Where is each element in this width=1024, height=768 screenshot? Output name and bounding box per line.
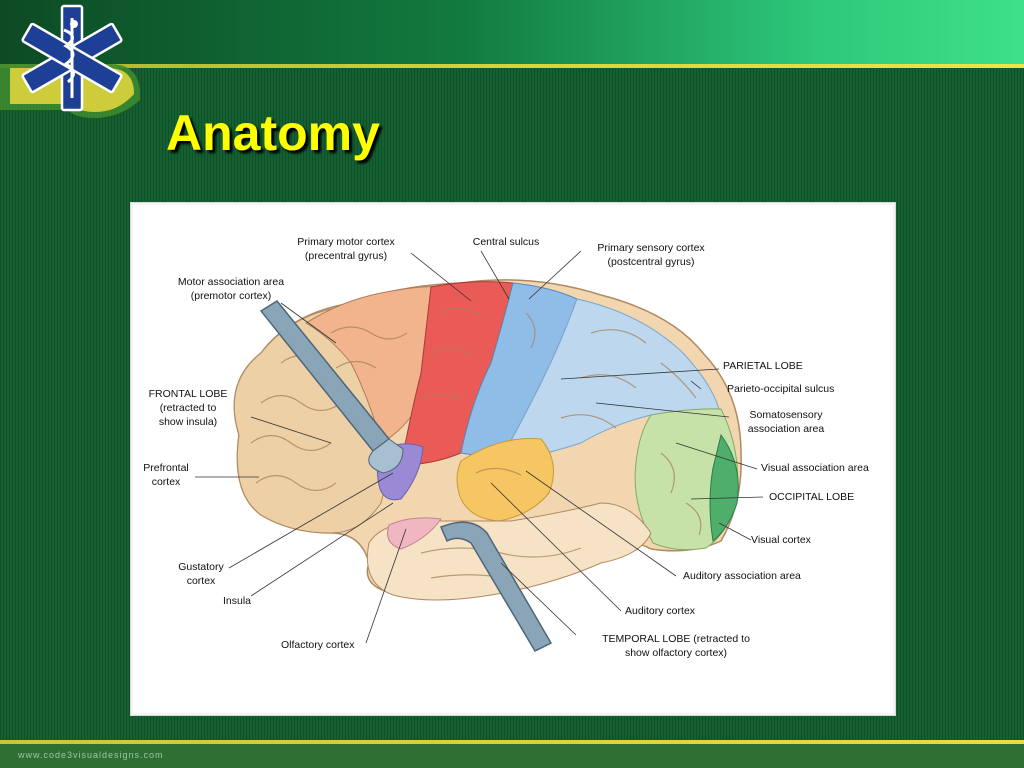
slide-title: Anatomy: [166, 105, 380, 161]
header-band: [0, 0, 1024, 66]
olfactory-region: [387, 517, 442, 550]
label-prefrontal: Prefrontal cortex: [131, 461, 201, 489]
footer-accent-line: [0, 740, 1024, 744]
label-frontal-lobe-line2: (retracted to: [159, 402, 217, 414]
label-motor-association-line1: Motor association area: [177, 276, 285, 288]
label-gustatory-line2: cortex: [186, 575, 216, 587]
label-primary-motor: Primary motor cortex (precentral gyrus): [281, 235, 411, 263]
footer-url: www.code3visualdesigns.com: [18, 750, 164, 760]
visual-cortex-region: [709, 433, 739, 542]
label-frontal-lobe-line3: show insula): [158, 416, 218, 428]
star-of-life-icon: [0, 4, 140, 118]
label-somatosensory: Somatosensory association area: [731, 408, 841, 436]
label-central-sulcus: Central sulcus: [472, 236, 540, 248]
label-frontal-lobe-line1: FRONTAL LOBE: [148, 388, 228, 400]
label-somatosensory-line2: association area: [747, 423, 825, 435]
leader-lines: [195, 250, 764, 644]
label-motor-association: Motor association area (premotor cortex): [161, 275, 301, 303]
label-primary-sensory-line2: (postcentral gyrus): [607, 256, 695, 268]
label-occipital-lobe: OCCIPITAL LOBE: [769, 491, 855, 503]
retractor-lower: [440, 521, 553, 652]
footer-band: [0, 740, 1024, 768]
label-primary-sensory: Primary sensory cortex (postcentral gyru…: [576, 241, 726, 269]
label-primary-motor-line1: Primary motor cortex: [297, 236, 395, 248]
brain-illustration: [195, 250, 764, 652]
label-parietal-lobe: PARIETAL LOBE: [723, 360, 803, 372]
label-visual-association: Visual association area: [761, 462, 869, 474]
label-somatosensory-line1: Somatosensory: [749, 409, 823, 421]
label-temporal-lobe: TEMPORAL LOBE (retracted to show olfacto…: [571, 632, 781, 660]
auditory-association-region: [456, 438, 554, 522]
retractor-upper: [259, 300, 404, 474]
label-auditory-cortex: Auditory cortex: [625, 605, 696, 617]
label-motor-association-line2: (premotor cortex): [190, 290, 272, 302]
label-auditory-association: Auditory association area: [683, 570, 801, 582]
parietal-lobe-region: [502, 298, 720, 459]
temporal-lobe-region: [366, 502, 652, 601]
brain-diagram: Primary motor cortex (precentral gyrus) …: [130, 202, 896, 716]
label-olfactory: Olfactory cortex: [281, 639, 355, 651]
label-temporal-lobe-line2: show olfactory cortex): [624, 647, 728, 659]
header-accent-line: [0, 64, 1024, 68]
label-prefrontal-line2: cortex: [151, 476, 181, 488]
label-insula: Insula: [223, 595, 252, 607]
label-gustatory-line1: Gustatory: [178, 561, 224, 573]
label-frontal-lobe: FRONTAL LOBE (retracted to show insula): [133, 387, 243, 429]
label-parieto-occipital: Parieto-occipital sulcus: [727, 383, 835, 395]
label-temporal-lobe-line1: TEMPORAL LOBE (retracted to: [602, 633, 750, 645]
label-prefrontal-line1: Prefrontal: [143, 462, 189, 474]
label-primary-motor-line2: (precentral gyrus): [304, 250, 388, 262]
label-gustatory: Gustatory cortex: [161, 560, 241, 588]
label-primary-sensory-line1: Primary sensory cortex: [597, 242, 705, 254]
label-visual-cortex: Visual cortex: [751, 534, 811, 546]
